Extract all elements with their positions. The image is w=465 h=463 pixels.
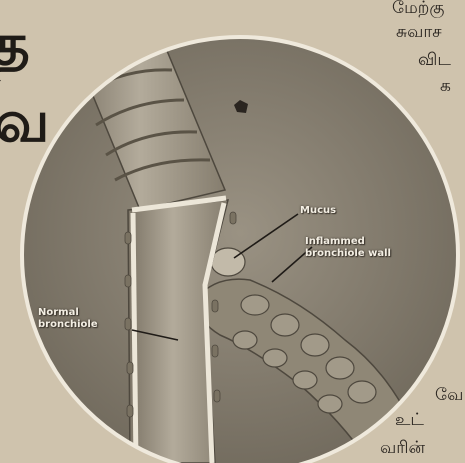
mucus-label: Mucus [300,205,336,216]
headline-fragment-1: த [0,15,30,73]
article-text-line: க [440,76,451,98]
article-text-line: சுவாச [396,22,442,44]
inflamed-label-line1: Inflammed [305,236,365,247]
normal-label-line2: bronchiole [38,319,98,330]
inflamed-label-line2: bronchiole wall [305,248,391,259]
article-text-line: உட் [395,410,424,432]
article-text-line: வே [435,385,463,407]
article-text-line: விட [418,50,451,72]
article-text-line: மேற்கு [392,0,444,20]
article-text-line: வரின் [380,438,425,460]
mucus-blob [211,248,245,276]
headline-fragment-2: வ [0,92,50,150]
normal-label-line1: Normal [38,307,79,318]
